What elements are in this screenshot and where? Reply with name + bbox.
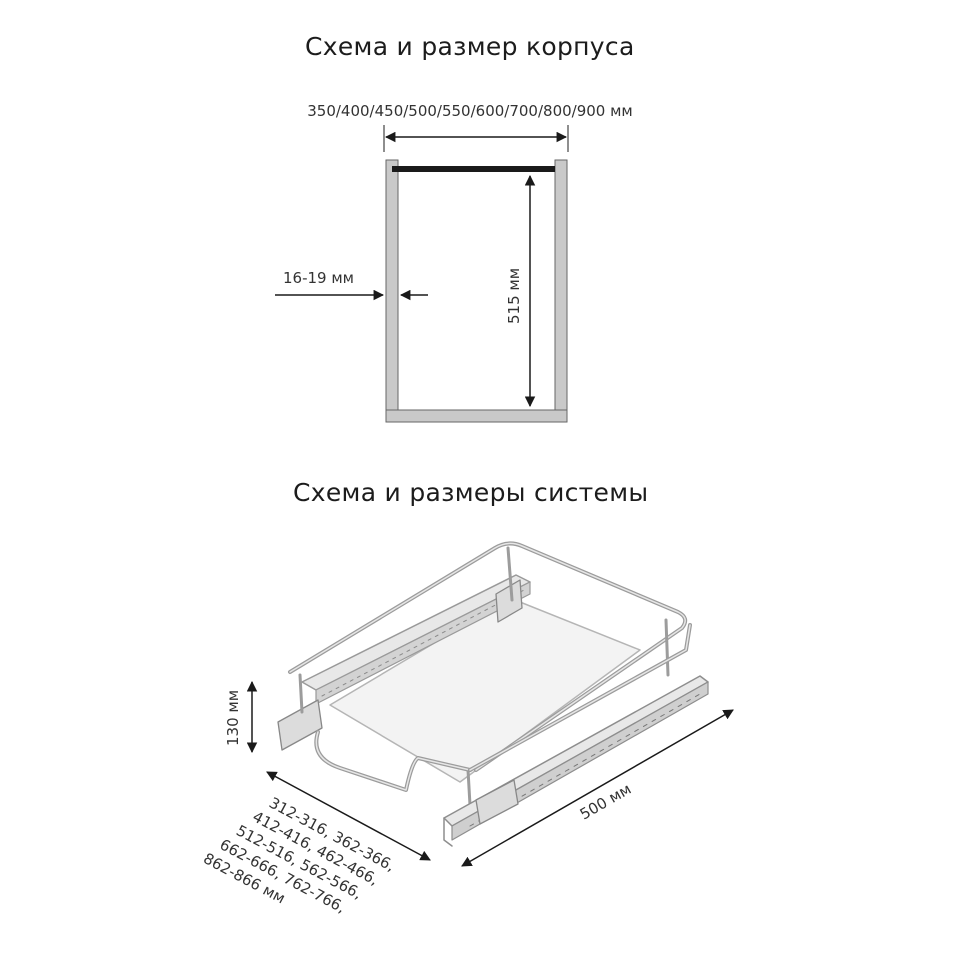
pullout-basket-illustration bbox=[277, 541, 709, 847]
system-depth-dimension-line bbox=[461, 709, 734, 867]
basket-post-rear-right bbox=[664, 618, 670, 677]
cabinet-width-label: 350/400/450/500/550/600/700/800/900 мм bbox=[307, 102, 633, 120]
basket-post-front-left bbox=[298, 673, 304, 714]
system-scheme-title: Схема и размеры системы bbox=[293, 478, 649, 507]
cabinet-bottom-panel bbox=[385, 409, 568, 423]
system-width-dimension-line bbox=[266, 771, 431, 861]
system-width-labels: 312-316, 362-366, 412-416, 462-466, 512-… bbox=[200, 794, 398, 917]
right-rail-front-end bbox=[443, 817, 453, 847]
wall-thickness-label: 16-19 мм bbox=[283, 269, 354, 287]
system-depth-label: 500 мм bbox=[577, 780, 635, 824]
cabinet-height-label: 515 мм bbox=[505, 268, 523, 324]
left-front-bracket bbox=[277, 699, 323, 751]
cabinet-top-rail bbox=[392, 166, 555, 172]
left-rail-holes bbox=[321, 589, 525, 697]
system-height-label: 130 мм bbox=[224, 690, 242, 746]
cabinet-left-wall bbox=[385, 159, 399, 423]
basket-post-rear-left bbox=[506, 546, 514, 602]
basket-post-front-right bbox=[466, 768, 472, 807]
basket-top-wire-highlight bbox=[289, 542, 686, 771]
cabinet-scheme: 350/400/450/500/550/600/700/800/900 мм 5… bbox=[275, 102, 633, 423]
cabinet-right-wall bbox=[554, 159, 568, 423]
right-front-bracket bbox=[475, 779, 519, 825]
cabinet-scheme-title: Схема и размер корпуса bbox=[305, 32, 635, 61]
